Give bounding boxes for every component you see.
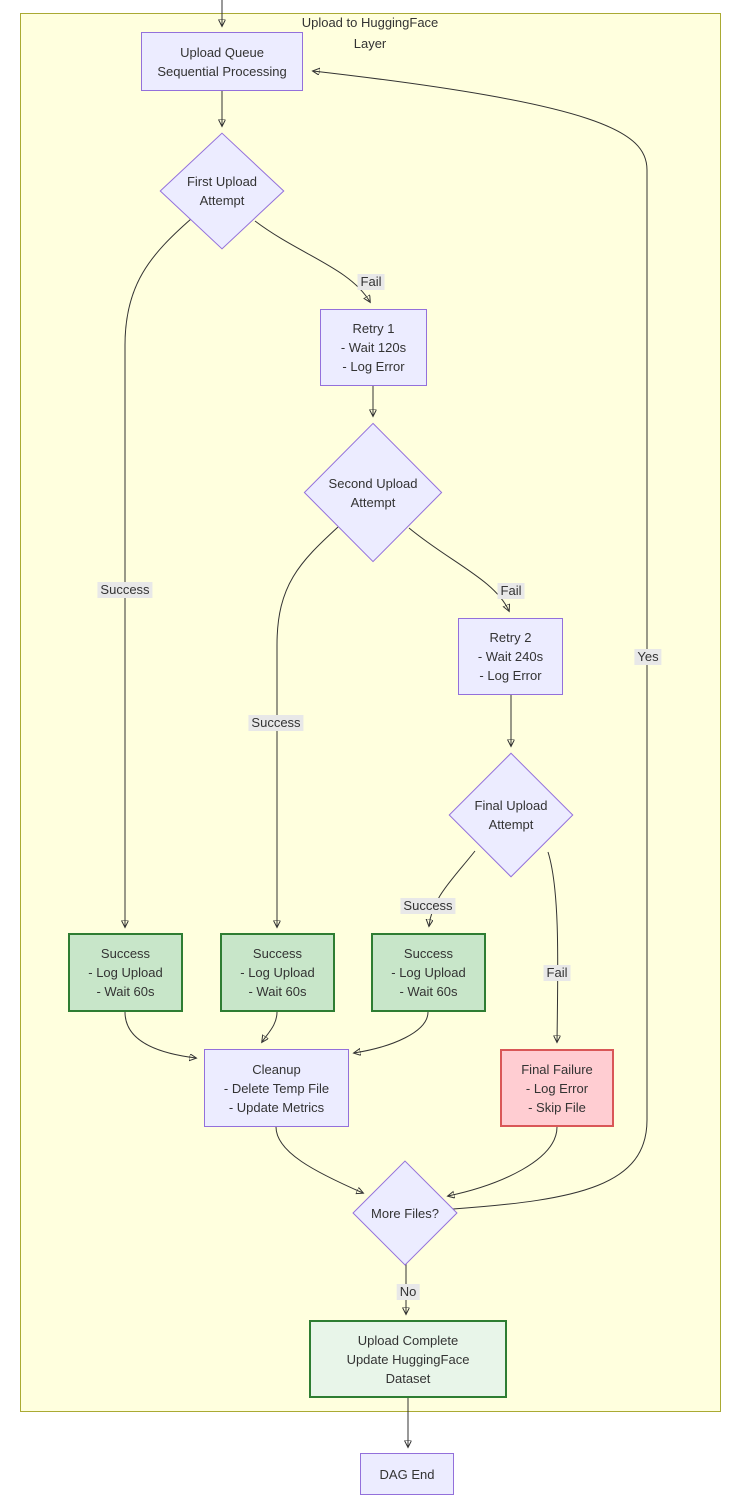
edge-second-fail	[408, 527, 509, 611]
node-line: Success	[252, 946, 303, 961]
edge-final-fail	[547, 851, 558, 1042]
diamond-shape	[448, 752, 574, 878]
node-line: Attempt	[199, 193, 245, 208]
node-retry-2: Retry 2 - Wait 240s - Log Error	[458, 618, 563, 695]
edge-cleanup-to-more-files	[275, 1126, 363, 1193]
node-line: - Skip File	[528, 1099, 586, 1115]
node-dag-end: DAG End	[360, 1453, 454, 1495]
node-cleanup: Cleanup - Delete Temp File - Update Metr…	[204, 1049, 349, 1127]
node-line: - Wait 120s	[340, 340, 407, 355]
diamond-label: More Files?	[371, 1204, 439, 1223]
edge-label-success: Success	[97, 582, 153, 598]
edge-first-success	[125, 218, 192, 927]
diamond-label: First Upload Attempt	[187, 172, 257, 210]
node-line: Attempt	[488, 817, 534, 832]
node-line: Cleanup	[252, 1061, 301, 1077]
node-line: Second Upload	[328, 475, 418, 491]
node-line: DAG End	[379, 1466, 435, 1482]
edge-label-success: Success	[248, 715, 304, 731]
node-upload-queue: Upload Queue Sequential Processing	[141, 32, 303, 91]
edge-label-no: No	[396, 1284, 420, 1300]
node-line: Sequential Processing	[157, 63, 287, 79]
node-success-3: Success - Log Upload - Wait 60s	[371, 933, 486, 1012]
edge-label-fail: Fail	[497, 583, 525, 599]
node-line: Update HuggingFace	[346, 1351, 470, 1367]
edge-first-fail	[254, 220, 370, 302]
node-more-files: More Files?	[352, 1160, 458, 1266]
diamond-shape	[303, 422, 443, 563]
subgraph-title-line: Upload to HuggingFace	[301, 15, 439, 30]
subgraph-title-line: Layer	[353, 36, 387, 51]
subgraph-title: Upload to HuggingFace Layer	[240, 12, 500, 54]
subgraph-upload-layer	[20, 13, 721, 1412]
diamond-label: Final Upload Attempt	[475, 796, 548, 834]
edge-failure-to-more-files	[448, 1126, 558, 1196]
node-line: - Log Error	[342, 359, 405, 374]
edge-second-success	[277, 526, 339, 927]
node-success-2: Success - Log Upload - Wait 60s	[220, 933, 335, 1012]
node-line: Retry 2	[489, 630, 532, 645]
edge-success3-to-cleanup	[354, 1011, 429, 1053]
node-line: - Delete Temp File	[223, 1080, 330, 1096]
node-final-failure: Final Failure - Log Error - Skip File	[500, 1049, 614, 1127]
edge-label-yes: Yes	[634, 649, 662, 665]
edge-label-fail: Fail	[543, 965, 571, 981]
node-line: - Wait 60s	[399, 984, 458, 999]
diamond-shape	[352, 1160, 458, 1266]
node-line: Final Failure	[521, 1061, 593, 1077]
node-line: More Files?	[371, 1205, 439, 1221]
node-line: Dataset	[385, 1370, 431, 1386]
edge-success2-to-cleanup	[262, 1011, 278, 1042]
node-line: - Wait 240s	[477, 649, 544, 664]
node-line: Upload Complete	[357, 1332, 459, 1348]
node-line: Attempt	[350, 494, 396, 510]
node-line: - Log Error	[479, 668, 542, 683]
node-line: - Update Metrics	[228, 1099, 325, 1115]
node-line: - Log Upload	[391, 965, 466, 980]
edge-label-success: Success	[400, 898, 456, 914]
diamond-label: Second Upload Attempt	[329, 474, 418, 512]
node-line: - Log Upload	[88, 965, 163, 980]
node-line: - Wait 60s	[248, 984, 307, 999]
node-line: Success	[100, 946, 151, 961]
node-upload-complete: Upload Complete Update HuggingFace Datas…	[309, 1320, 507, 1398]
node-line: - Log Error	[525, 1080, 589, 1096]
edge-final-success	[429, 850, 476, 926]
node-line: Upload Queue	[180, 44, 264, 60]
node-line: First Upload	[186, 174, 258, 189]
node-line: Final Upload	[474, 798, 548, 813]
edge-label-fail: Fail	[357, 274, 385, 290]
node-success-1: Success - Log Upload - Wait 60s	[68, 933, 183, 1012]
node-final-upload-attempt: Final Upload Attempt	[448, 752, 574, 878]
node-first-upload-attempt: First Upload Attempt	[159, 132, 285, 250]
diamond-shape	[159, 132, 285, 250]
node-line: Retry 1	[352, 321, 395, 336]
edge-success1-to-cleanup	[124, 1011, 196, 1058]
node-line: - Log Upload	[240, 965, 315, 980]
node-second-upload-attempt: Second Upload Attempt	[303, 422, 443, 563]
node-retry-1: Retry 1 - Wait 120s - Log Error	[320, 309, 427, 386]
node-line: - Wait 60s	[96, 984, 155, 999]
node-line: Success	[403, 946, 454, 961]
edge-more-files-yes	[313, 71, 648, 1210]
